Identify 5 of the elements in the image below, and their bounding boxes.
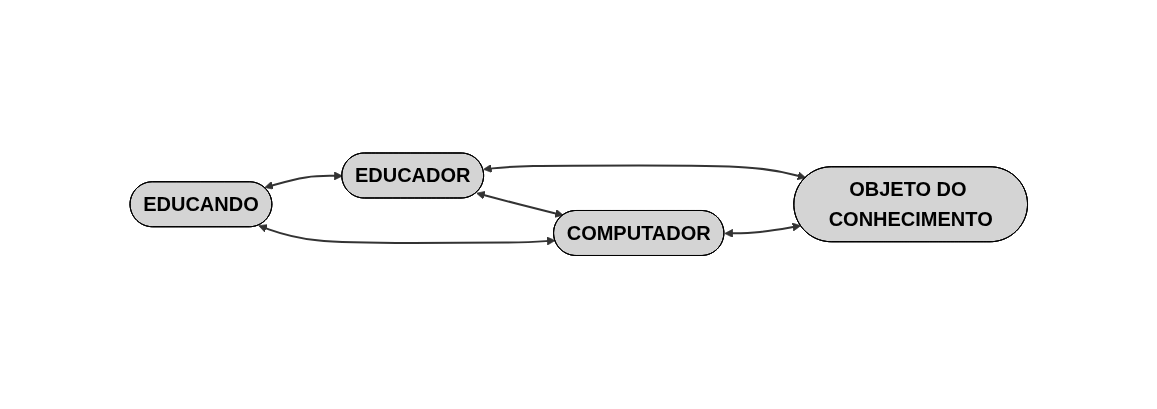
arrow [258, 224, 556, 246]
arrow [475, 191, 564, 218]
arrow [482, 164, 806, 181]
arrow [724, 222, 801, 238]
arrow [264, 171, 343, 190]
